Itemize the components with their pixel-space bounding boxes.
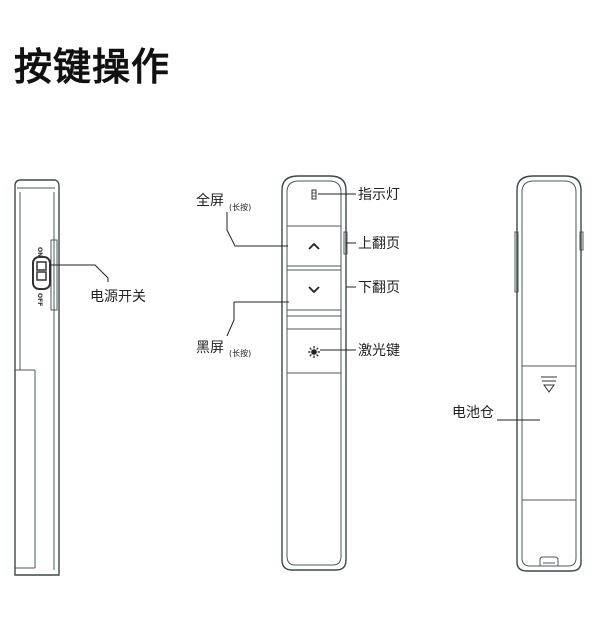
laser-label: 激光键 bbox=[358, 342, 400, 359]
battery-label: 电池仓 bbox=[452, 405, 494, 421]
page-down-button[interactable] bbox=[286, 269, 342, 311]
power-switch-label: 电源开关 bbox=[90, 289, 146, 305]
back-view: 电池仓 bbox=[452, 175, 584, 572]
side-view: ON OFF 电源开关 bbox=[14, 179, 146, 576]
page-up-label: 上翻页 bbox=[358, 236, 400, 252]
fullscreen-label: 全屏 bbox=[196, 192, 224, 209]
down-triangle-icon bbox=[541, 376, 557, 393]
fullscreen-hint: (长按) bbox=[229, 202, 251, 212]
page-down-label: 下翻页 bbox=[358, 280, 400, 296]
blackscreen-label: 黑屏 bbox=[196, 340, 224, 356]
battery-cover[interactable] bbox=[541, 376, 557, 393]
chevron-down-icon bbox=[308, 286, 320, 294]
switch-off-text: OFF bbox=[36, 293, 43, 306]
indicator-label: 指示灯 bbox=[358, 187, 400, 203]
power-switch[interactable] bbox=[32, 256, 51, 290]
chevron-up-icon bbox=[308, 242, 320, 250]
led-icon bbox=[311, 189, 317, 200]
front-view: 全屏 (长按) 黑屏 (长按) 指示灯 上翻页 下翻页 激光键 bbox=[196, 175, 400, 571]
page-title: 按键操作 bbox=[14, 45, 171, 89]
switch-on-text: ON bbox=[36, 247, 43, 257]
sun-icon bbox=[308, 346, 320, 358]
blackscreen-hint: (长按) bbox=[229, 348, 251, 358]
page-up-button[interactable] bbox=[286, 225, 342, 267]
